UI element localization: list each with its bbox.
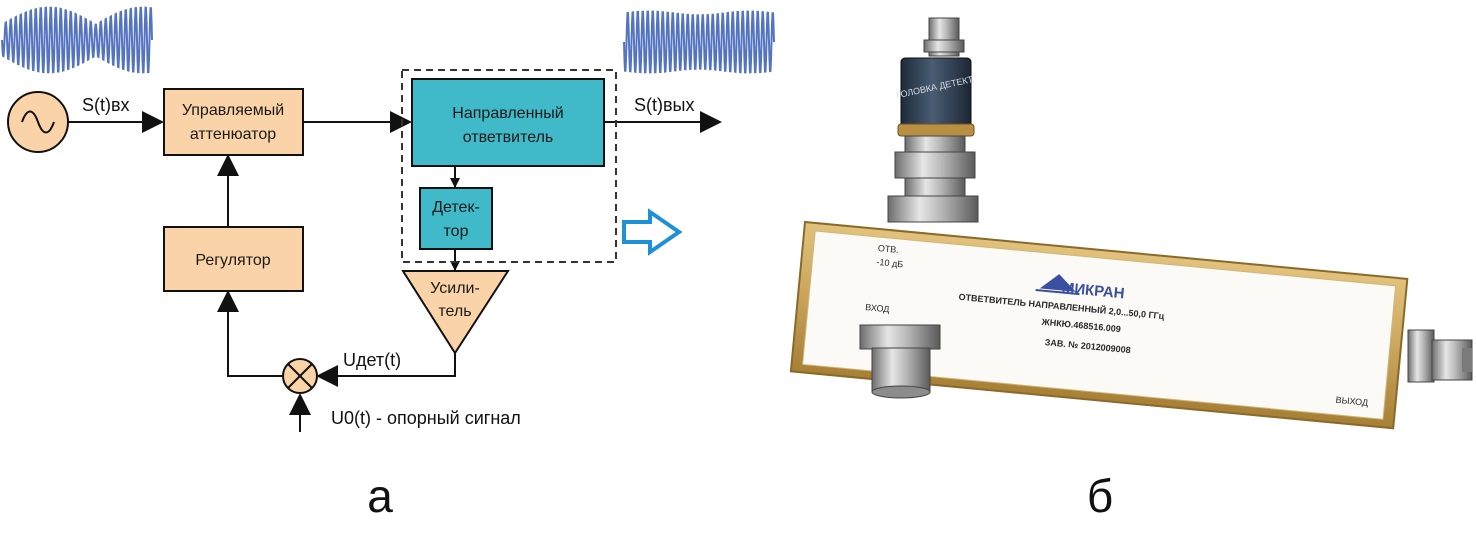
- signal-trace: [1, 6, 153, 74]
- signal-trace: [623, 10, 775, 74]
- generator-icon: [7, 91, 69, 153]
- amplifier-to-mixer-line: [316, 353, 456, 387]
- detected-signal-label: Uдет(t): [343, 350, 401, 370]
- tap-port-label-line1: ОТВ.: [877, 243, 899, 255]
- amplifier-label-line1: Усили-: [430, 280, 480, 297]
- block-diagram: Управляемый аттенюатор Регулятор Направл…: [1, 6, 775, 522]
- output-connector-illustration: [1407, 329, 1473, 383]
- attenuator-block: [163, 88, 304, 156]
- reference-signal-label: U0(t) - опорный сигнал: [331, 408, 521, 428]
- amplifier-label-line2: тель: [438, 303, 471, 320]
- coupler-label-line2: ответвитель: [463, 129, 554, 146]
- input-port-label: ВХОД: [865, 302, 890, 314]
- detector-block: [419, 187, 493, 250]
- output-signal-wave: [623, 10, 775, 74]
- detector-label-line2: тор: [444, 223, 469, 240]
- input-signal-wave: [1, 6, 153, 74]
- coupler-label-line1: Направленный: [452, 105, 563, 122]
- input-signal-label: S(t)вх: [82, 95, 130, 115]
- regulator-label: Регулятор: [195, 252, 270, 269]
- diagram-caption: а: [367, 470, 393, 522]
- amplifier-block: [401, 270, 510, 355]
- device-photo: ГОЛОВКА ДЕТЕКТ. МИКРАН ОТВЕТВИТЕЛЬ НАПРА…: [789, 17, 1473, 522]
- detector-label-line1: Детек-: [432, 199, 480, 216]
- coupler-block: [411, 78, 605, 167]
- input-connector-illustration: [859, 324, 941, 399]
- brand-name: МИКРАН: [1061, 280, 1125, 303]
- coupler-body-illustration: МИКРАН ОТВЕТВИТЕЛЬ НАПРАВЛЕННЫЙ 2,0...50…: [789, 220, 1409, 430]
- mixer-to-regulator-line: [217, 290, 283, 377]
- attenuator-label-line1: Управляемый: [182, 102, 284, 119]
- mixer-icon: [282, 358, 318, 394]
- transition-arrow-icon: [622, 208, 683, 256]
- output-signal-label: S(t)вых: [634, 95, 695, 115]
- tap-port-label-line2: -10 дБ: [876, 257, 904, 269]
- brand-logo-icon: [1035, 274, 1080, 296]
- photo-caption: б: [1087, 470, 1113, 522]
- regulator-block: [163, 226, 304, 292]
- attenuator-label-line2: аттенюатор: [190, 126, 276, 143]
- detector-head-illustration: ГОЛОВКА ДЕТЕКТ.: [887, 17, 979, 223]
- output-port-label: ВЫХОД: [1335, 395, 1368, 408]
